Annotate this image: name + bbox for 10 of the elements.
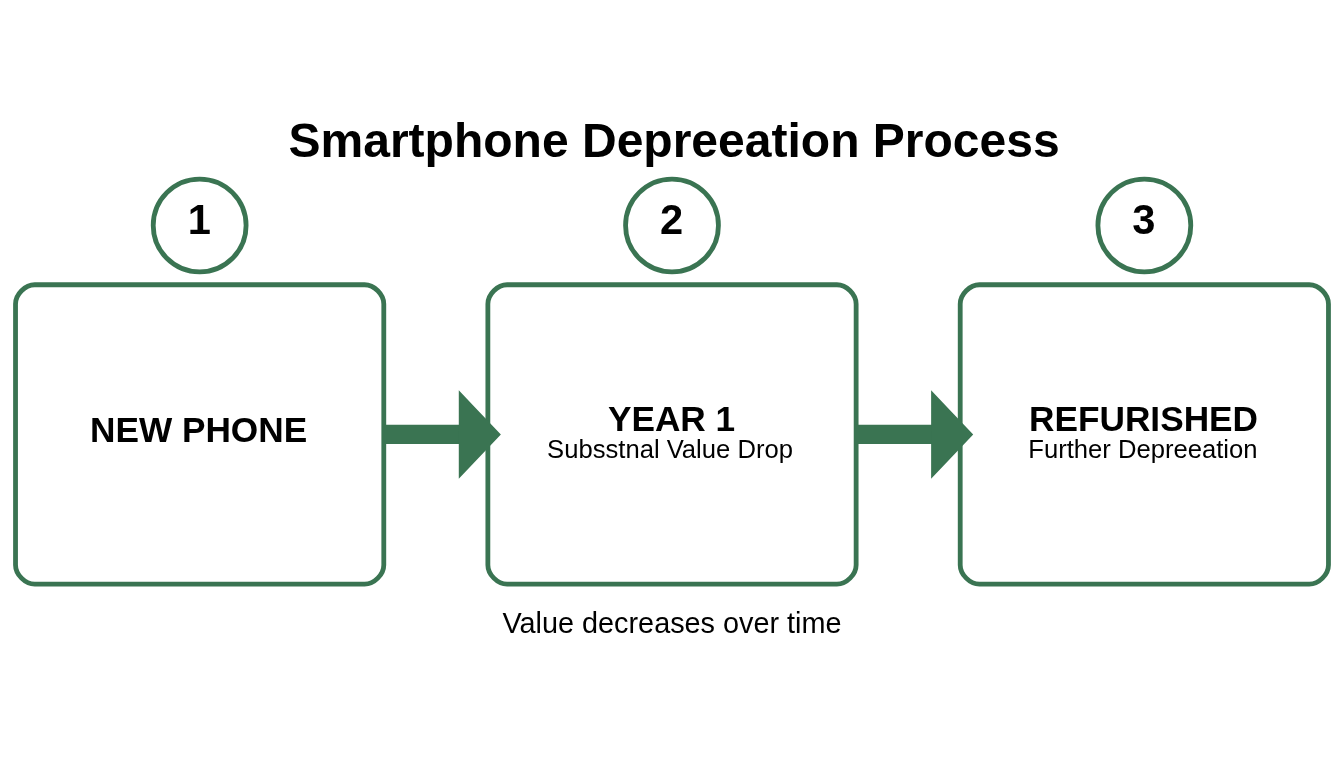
diagram-title: Smartphone Depreeation Process bbox=[288, 113, 1060, 167]
node-box: REFURISHED Further Depreeation bbox=[957, 282, 1331, 587]
node-circle: 2 bbox=[623, 176, 721, 275]
node-circle: 1 bbox=[150, 176, 249, 275]
node-box: YEAR 1 Subsstnal Value Drop bbox=[485, 282, 859, 587]
arrow bbox=[384, 390, 501, 479]
label: Value decreases over time bbox=[502, 606, 842, 639]
arrow bbox=[856, 390, 974, 479]
node-circle: 3 bbox=[1095, 176, 1194, 275]
node-box: NEW PHONE bbox=[13, 282, 387, 587]
